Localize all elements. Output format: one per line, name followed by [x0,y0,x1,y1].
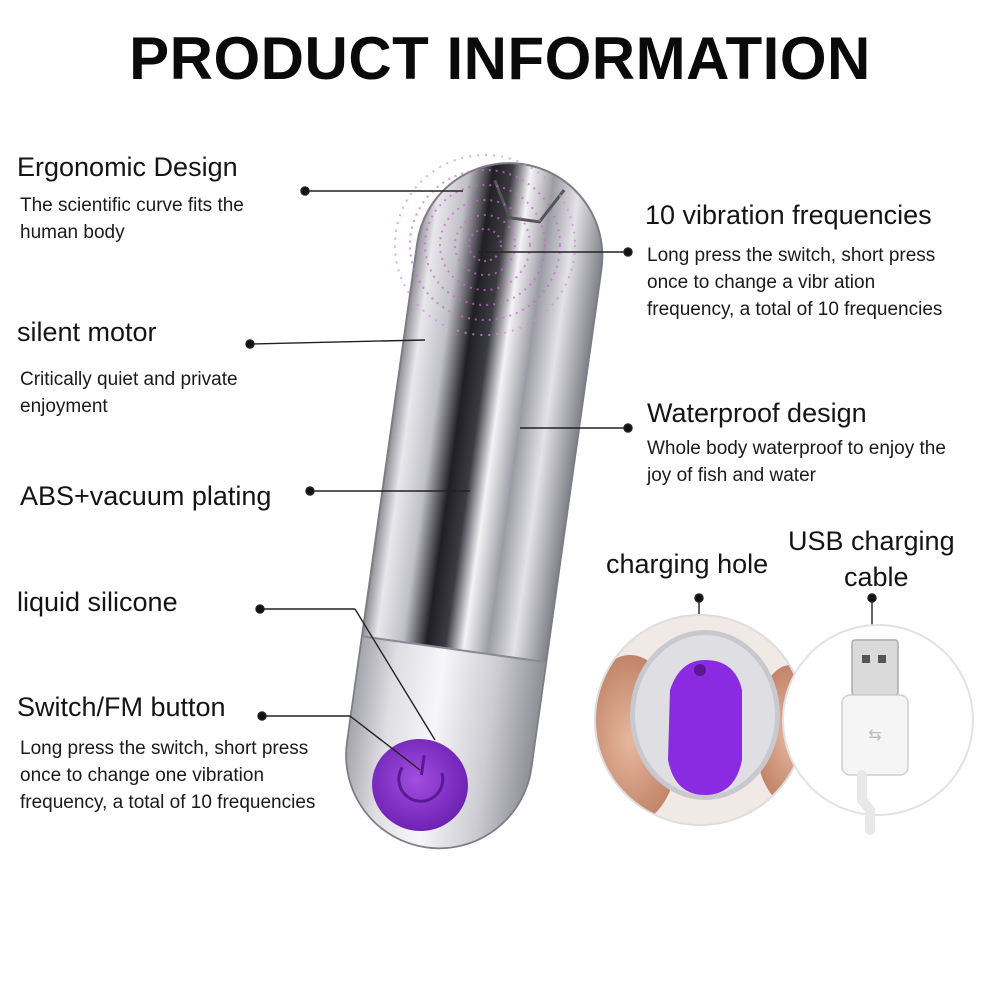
svg-text:⇆: ⇆ [868,725,881,744]
charging-hole-photo [594,614,806,826]
abs-plating-heading: ABS+vacuum plating [20,481,272,511]
leader-lines [245,186,877,771]
charging-hole-label: charging hole [606,549,769,579]
bullet-vibrator [345,162,604,850]
silent-motor-heading: silent motor [17,317,157,347]
waterproof-design-heading: Waterproof design [647,398,867,428]
vibration-dots [394,154,576,336]
switch-button-description: Long press the switch, short press once … [20,738,316,813]
ergonomic-design-heading: Ergonomic Design [17,152,238,182]
usb-cable-label-line1: USB charging [788,526,955,556]
vibration-frequencies-description: Long press the switch, short press once … [647,245,943,320]
vibration-frequencies-heading: 10 vibration frequencies [645,200,932,230]
usb-cable-label-line2: cable [844,562,909,592]
waterproof-design-description: Whole body waterproof to enjoy the joy o… [647,438,946,486]
liquid-silicone-heading: liquid silicone [17,587,178,617]
silent-motor-description: Critically quiet and private enjoyment [20,369,238,417]
switch-button-heading: Switch/FM button [17,692,226,722]
ergonomic-design-description: The scientific curve fits the human body [20,195,244,243]
page-title: PRODUCT INFORMATION [129,25,871,92]
switch-button [372,738,468,832]
usb-cable-photo: ⇆ [782,624,974,835]
